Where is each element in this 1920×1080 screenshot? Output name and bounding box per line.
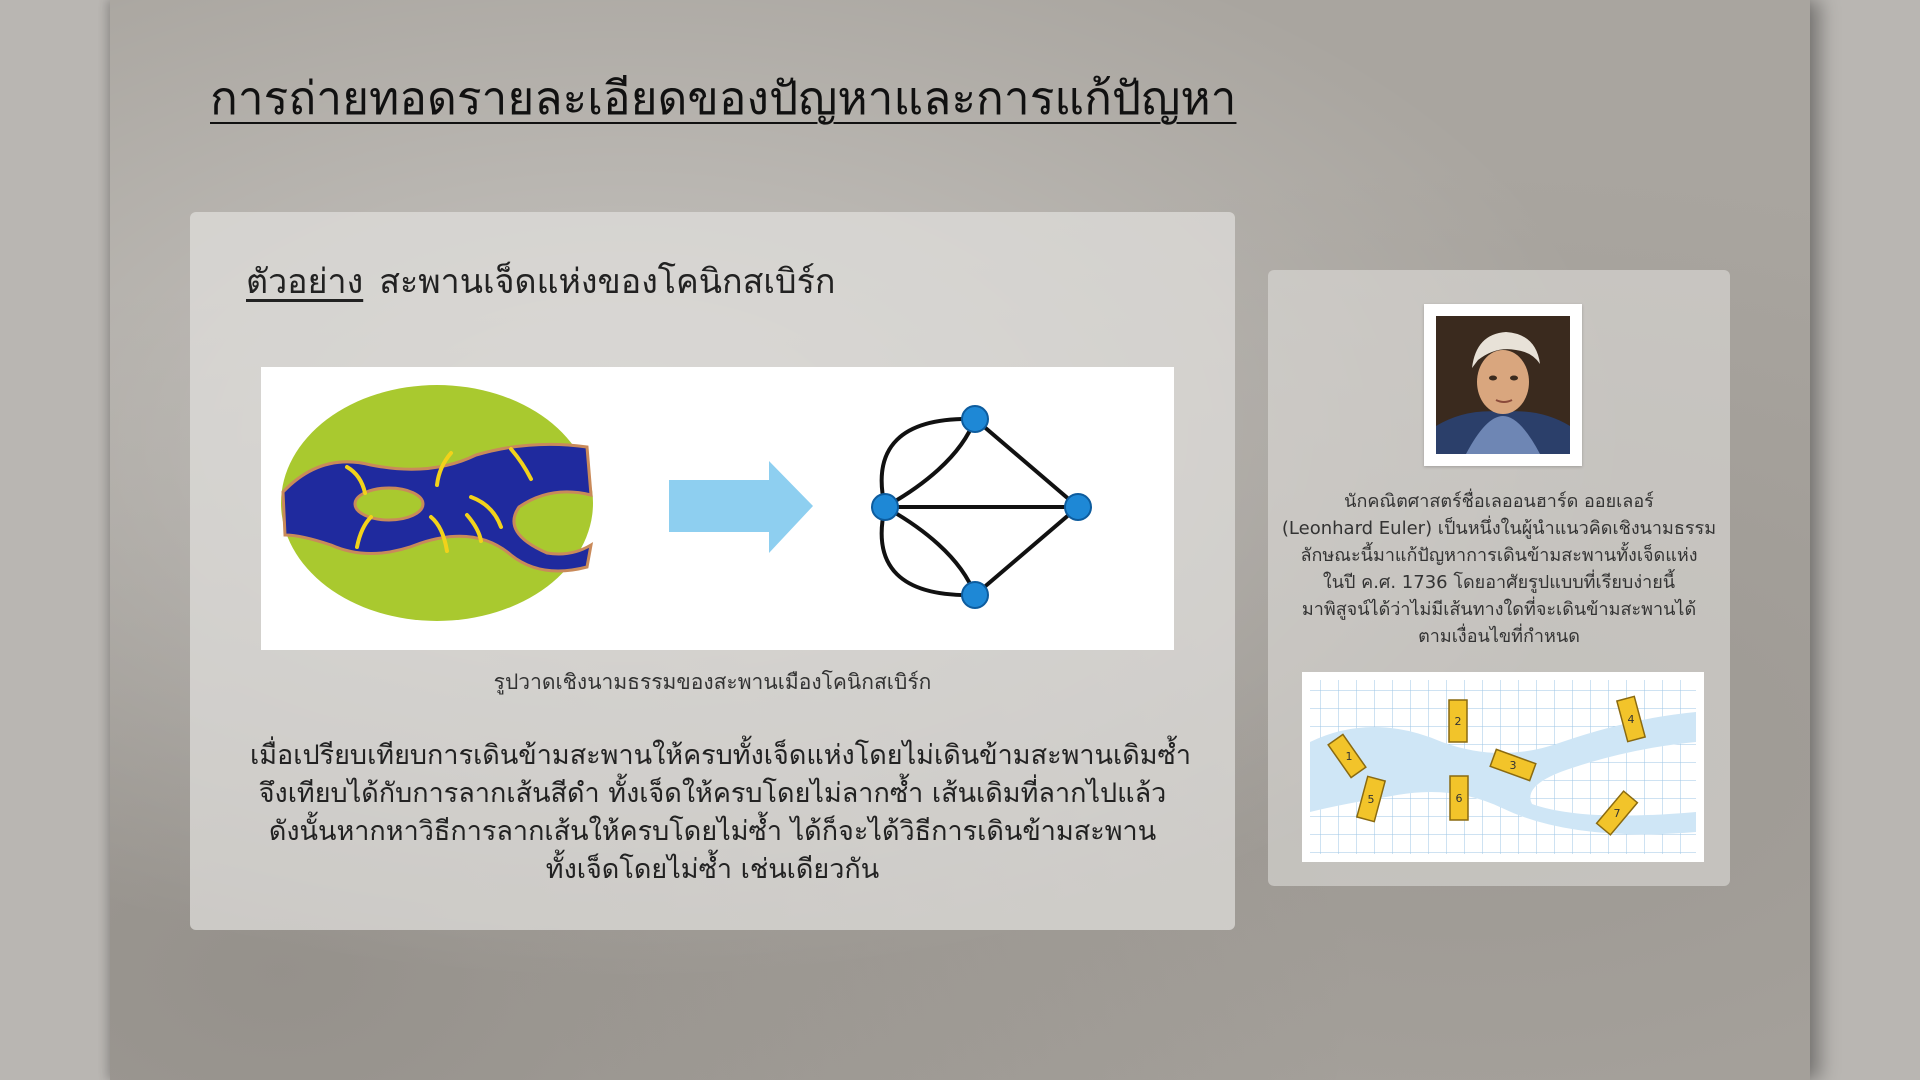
bio-line: นักคณิตศาสตร์ชื่อเลออนฮาร์ด ออยเลอร์ — [1344, 491, 1654, 512]
bio-line: ลักษณะนี้มาแก้ปัญหาการเดินข้ามสะพานทั้งเ… — [1300, 545, 1698, 566]
example-title: สะพานเจ็ดแห่งของโคนิกสเบิร์ก — [379, 262, 836, 302]
body-line: ดังนั้นหากหาวิธีการลากเส้นให้ครบโดยไม่ซ้… — [268, 816, 1157, 847]
bridge-number: 6 — [1456, 792, 1463, 805]
bridge-number: 1 — [1346, 750, 1353, 763]
euler-portrait-frame — [1424, 304, 1582, 466]
bridge-number: 5 — [1368, 793, 1375, 806]
bridge-shape — [1355, 775, 1387, 823]
euler-panel: นักคณิตศาสตร์ชื่อเลออนฮาร์ด ออยเลอร์ (Le… — [1268, 270, 1730, 886]
euler-graph — [879, 416, 1080, 598]
konigsberg-map-illustration — [281, 385, 594, 621]
diagram-caption: รูปวาดเชิงนามธรรมของสะพานเมืองโคนิกสเบิร… — [493, 670, 932, 694]
slide: การถ่ายทอดรายละเอียดของปัญหาและการแก้ปัญ… — [110, 0, 1810, 1080]
bio-line: (Leonhard Euler) เป็นหนึ่งในผู้นำแนวคิดเ… — [1281, 518, 1717, 539]
slide-title: การถ่ายทอดรายละเอียดของปัญหาและการแก้ปัญ… — [210, 71, 1237, 125]
explanation-text: เมื่อเปรียบเทียบการเดินข้ามสะพานให้ครบทั… — [250, 737, 1192, 889]
bridges-map-illustration: 1 2 3 4 5 6 7 — [1310, 680, 1696, 854]
bio-line: ในปี ค.ศ. 1736 โดยอาศัยรูปแบบที่เรียบง่า… — [1322, 572, 1676, 593]
bridges-map: 1 2 3 4 5 6 7 — [1302, 672, 1704, 862]
abstraction-figure — [281, 385, 1092, 621]
bridge-shape — [1449, 775, 1469, 821]
bridge-number: 7 — [1614, 807, 1621, 820]
bridge-number: 4 — [1628, 713, 1635, 726]
bridge-number: 3 — [1510, 759, 1517, 772]
bridge-shape — [1489, 748, 1537, 782]
graph-node — [961, 405, 989, 433]
bridge-number: 2 — [1455, 715, 1462, 728]
bridge-shape — [1327, 733, 1367, 779]
bridge-diagram — [261, 367, 1174, 650]
euler-portrait — [1436, 316, 1570, 454]
body-line: ทั้งเจ็ดโดยไม่ซ้ำ เช่นเดียวกัน — [545, 854, 880, 885]
bridge-shape — [1595, 790, 1639, 836]
bio-line: มาพิสูจน์ได้ว่าไม่มีเส้นทางใดที่จะเดินข้… — [1301, 599, 1697, 620]
bridge-shape — [1448, 699, 1468, 743]
euler-bio: นักคณิตศาสตร์ชื่อเลออนฮาร์ด ออยเลอร์ (Le… — [1276, 488, 1722, 650]
body-line: เมื่อเปรียบเทียบการเดินข้ามสะพานให้ครบทั… — [250, 740, 1192, 771]
body-line: จึงเทียบได้กับการลากเส้นสีดำ ทั้งเจ็ดให้… — [258, 778, 1167, 809]
graph-node — [961, 581, 989, 609]
example-heading: ตัวอย่าง สะพานเจ็ดแห่งของโคนิกสเบิร์ก — [246, 254, 835, 308]
graph-node — [871, 493, 899, 521]
arrow-shape — [669, 461, 813, 553]
bridge-shape — [1615, 695, 1647, 743]
example-panel: ตัวอย่าง สะพานเจ็ดแห่งของโคนิกสเบิร์ก — [190, 212, 1235, 930]
graph-node — [1064, 493, 1092, 521]
example-label: ตัวอย่าง — [246, 262, 364, 302]
bio-line: ตามเงื่อนไขที่กำหนด — [1418, 626, 1580, 647]
